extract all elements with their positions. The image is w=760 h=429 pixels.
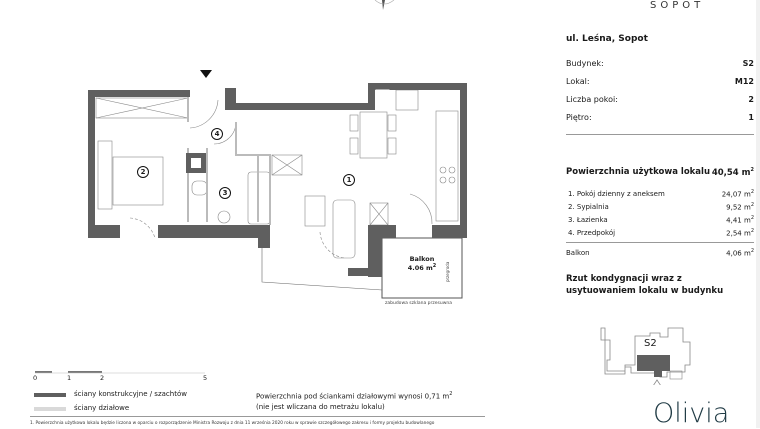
building-key-plan <box>600 327 691 385</box>
glazing-note: zabudowa szklana przesuwna <box>385 301 452 306</box>
scale-bar <box>35 371 205 374</box>
detail-row: Piętro:1 <box>566 112 754 122</box>
partition-note-2: (nie jest wliczana do metrażu lokalu) <box>256 403 385 411</box>
room-2-marker: 2 <box>137 159 149 178</box>
room-1-marker: 1 <box>343 167 355 186</box>
room-3-marker: 3 <box>219 180 231 199</box>
bed <box>112 156 164 206</box>
detail-row: Budynek:S2 <box>566 58 754 68</box>
legend-partition-swatch <box>34 407 66 411</box>
scale-tick: 2 <box>100 374 105 382</box>
scale-tick: 0 <box>33 374 38 382</box>
floor-plan <box>88 70 467 299</box>
footnote: 1. Powierzchnia użytkowa lokalu będzie l… <box>30 421 435 426</box>
divider <box>30 416 485 417</box>
structural-walls <box>88 83 467 277</box>
sofa <box>332 199 356 259</box>
legend-structural: ściany konstrukcyjne / szachtów <box>74 390 187 398</box>
sopot-logo: SOPOT <box>650 0 705 11</box>
divider <box>566 134 754 135</box>
scale-tick: 5 <box>203 374 208 382</box>
toilet <box>191 180 208 196</box>
partition-note: Powierzchnia pod ściankami działowymi wy… <box>256 391 453 401</box>
side-note: przegroda <box>445 261 450 282</box>
legend-partition: ściany działowe <box>74 404 130 412</box>
apartment-highlight <box>637 355 670 377</box>
page-edge <box>756 0 760 428</box>
balcony-label: Balkon 4.06 m2 <box>407 255 437 273</box>
room-4-marker: 4 <box>211 121 223 140</box>
dining-table <box>359 111 388 159</box>
olivia-logo: Olivia <box>653 398 730 429</box>
compass-logo-icon <box>374 0 395 10</box>
entrance-arrow-icon <box>200 70 212 78</box>
address: ul. Leśna, Sopot <box>566 34 648 44</box>
coffee-table <box>304 195 326 227</box>
kitchen-counter <box>435 110 459 222</box>
location-title: Rzut kondygnacji wraz z usytuowaniem lok… <box>566 274 724 296</box>
detail-row: Lokal:M12 <box>566 76 754 86</box>
info-panel: ul. Leśna, Sopot Budynek:S2 Lokal:M12 Li… <box>566 34 754 135</box>
entrance-triangle-icon <box>653 379 661 385</box>
scale-tick: 1 <box>67 374 72 382</box>
sink <box>217 210 231 224</box>
building-label: S2 <box>644 338 657 349</box>
detail-row: Liczba pokoi:2 <box>566 94 754 104</box>
divider <box>566 242 754 243</box>
legend-structural-swatch <box>34 393 66 397</box>
